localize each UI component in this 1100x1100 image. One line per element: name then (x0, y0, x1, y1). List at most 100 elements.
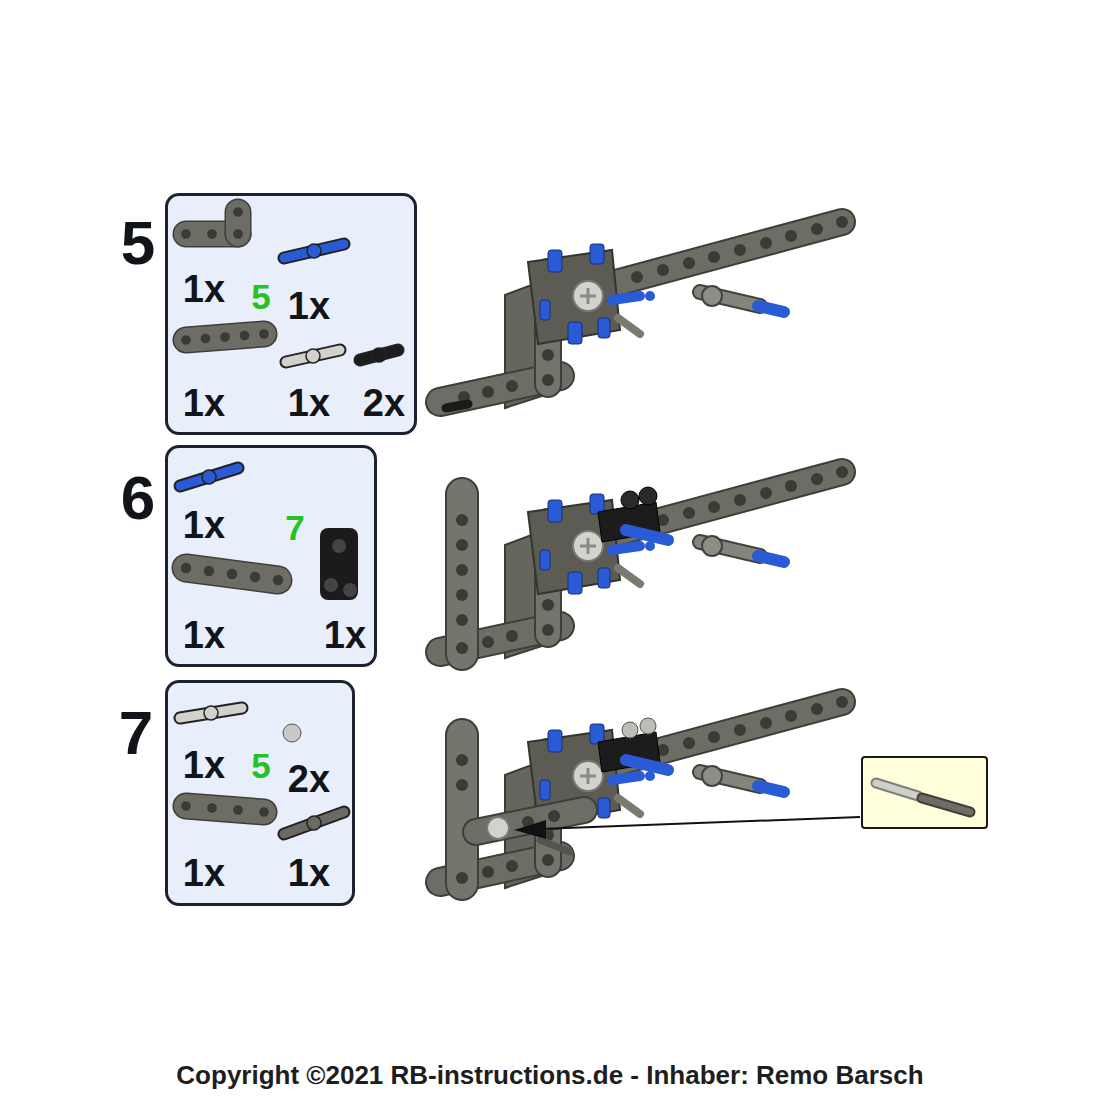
quantity-label: 1x (183, 616, 225, 654)
beam-hole (181, 335, 191, 345)
model-step-7 (440, 696, 848, 888)
model-step-6 (440, 466, 848, 658)
callout (922, 798, 970, 812)
callout (862, 757, 987, 828)
pin-icon (180, 468, 238, 486)
connector-hole (332, 539, 346, 553)
beam-icon (186, 806, 264, 812)
model-step-6 (456, 514, 468, 526)
model-step-7 (640, 718, 656, 734)
model-step-5 (440, 216, 848, 408)
quantity-label: 1x (183, 384, 225, 422)
pin-collar (202, 470, 216, 484)
model-step-6 (456, 642, 468, 654)
pin-icon (284, 812, 344, 834)
model-step-6 (456, 589, 468, 601)
beam-hole (201, 334, 211, 344)
callout (540, 817, 860, 829)
model-step-7 (456, 872, 468, 884)
parts-list-box: 71x52x1x1x (165, 680, 355, 906)
parts-list-box: 51x51x1x1x2x (165, 193, 417, 435)
beam-hole (204, 566, 214, 576)
beam-hole (181, 563, 191, 573)
callout (514, 820, 546, 839)
model-step-5 (440, 216, 848, 408)
pin-icon (284, 244, 344, 258)
pin-collar (306, 349, 320, 363)
model-step-6 (621, 491, 639, 509)
beam-hole (220, 332, 230, 342)
model-step-5 (446, 404, 468, 408)
model-step-7 (445, 735, 479, 884)
beam-hole (240, 331, 250, 341)
bush-icon (283, 724, 301, 742)
copyright-note: Copyright ©2021 RB-instructions.de - Inh… (0, 1060, 1100, 1091)
beam-icon (186, 806, 264, 812)
model-step-7 (487, 817, 509, 839)
pin-collar (307, 244, 321, 258)
quantity-label: 1x (324, 616, 366, 654)
pin-collar (204, 706, 218, 720)
quantity-label: 1x (183, 854, 225, 892)
beam-icon (186, 568, 278, 580)
length-number: 5 (251, 748, 270, 783)
beam-icon (186, 568, 278, 580)
beam-hole (233, 805, 243, 815)
part-icons (180, 706, 344, 834)
model-step-6 (456, 564, 468, 576)
model-step-7 (456, 754, 468, 766)
connector-hole (324, 578, 338, 592)
beam-hole (181, 801, 191, 811)
model-step-6 (626, 530, 668, 540)
step-number: 6 (121, 467, 155, 529)
beam-hole (259, 807, 269, 817)
model-step-7 (447, 735, 477, 884)
model-step-6 (447, 494, 477, 654)
callout (514, 757, 987, 839)
model-step-7 (440, 696, 848, 888)
connector-icon (320, 528, 358, 600)
pin-icon (180, 468, 238, 486)
quantity-label: 1x (183, 746, 225, 784)
model-step-6 (445, 494, 479, 654)
part-icons (180, 468, 358, 600)
beam-hole (233, 229, 243, 239)
pin-icon (286, 350, 340, 362)
pin-collar (307, 816, 321, 830)
beam-hole (233, 229, 243, 239)
quantity-label: 1x (288, 287, 330, 325)
quantity-label: 1x (183, 506, 225, 544)
model-step-7 (622, 722, 638, 738)
pin-icon (284, 812, 344, 834)
model-step-7 (540, 840, 570, 852)
model-step-7 (548, 810, 560, 822)
connector-hole (343, 583, 357, 597)
callout (922, 798, 970, 812)
quantity-label: 1x (183, 270, 225, 308)
model-step-6 (456, 614, 468, 626)
beam-hole (207, 229, 217, 239)
beam-hole (259, 329, 269, 339)
model-step-7 (456, 779, 468, 791)
beam-hole (181, 229, 191, 239)
beam-hole (227, 569, 237, 579)
model-step-6 (456, 539, 468, 551)
length-number: 7 (285, 510, 304, 545)
pin-icon (286, 350, 340, 362)
quantity-label: 2x (288, 760, 330, 798)
callout (876, 783, 918, 796)
step-number: 5 (121, 212, 155, 274)
length-number: 5 (251, 279, 270, 314)
beam-hole (273, 575, 283, 585)
model-step-6 (440, 466, 848, 658)
part-icons (181, 207, 398, 363)
model-step-6 (639, 487, 657, 505)
callout (876, 783, 918, 796)
beam-hole (250, 572, 260, 582)
quantity-label: 2x (363, 384, 405, 422)
quantity-label: 1x (288, 384, 330, 422)
beam-hole (233, 207, 243, 217)
model-step-7 (626, 760, 668, 770)
pin-icon (284, 244, 344, 258)
